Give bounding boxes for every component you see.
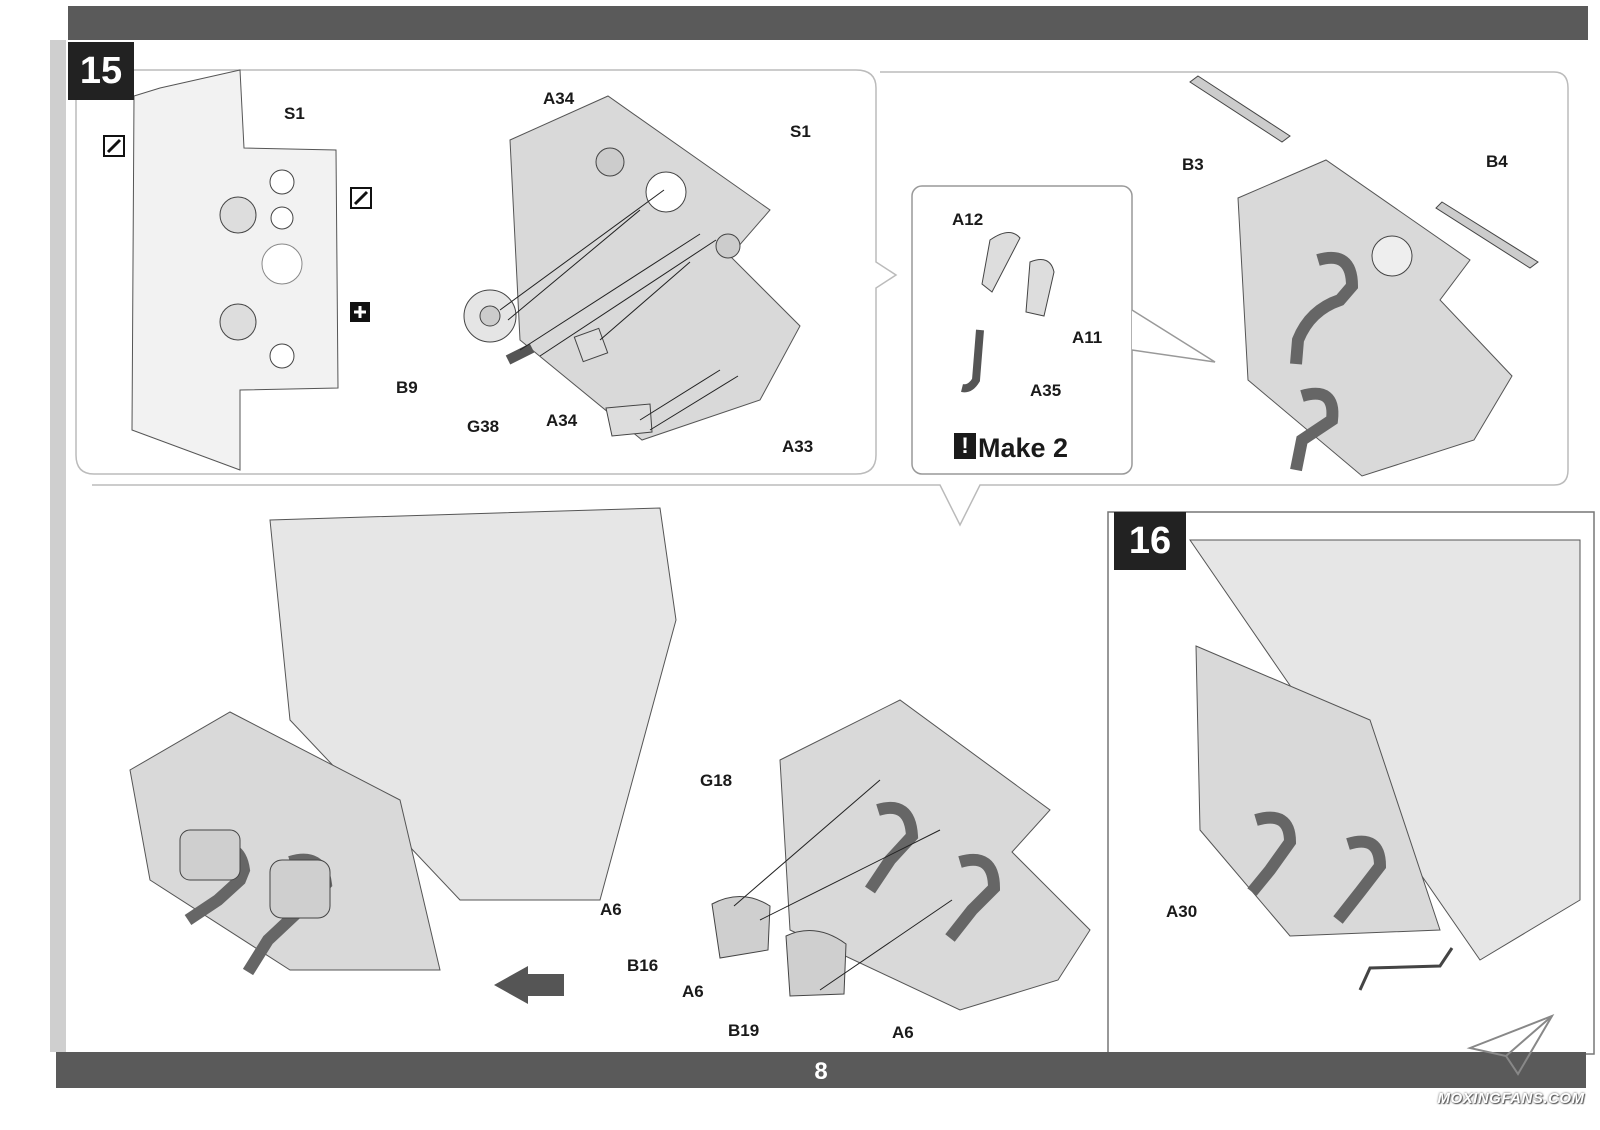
plate-s1-flat <box>131 69 339 471</box>
top-bar <box>68 6 1588 40</box>
callout-a34: A34 <box>546 411 578 430</box>
direction-arrow-icon <box>494 966 564 1004</box>
part-g38 <box>505 343 535 365</box>
callout-a6: A6 <box>682 982 704 1001</box>
page-number: 8 <box>814 1058 828 1085</box>
part-a30 <box>1358 947 1454 991</box>
step15-panel-right <box>92 71 1569 527</box>
plus-square-icon <box>350 302 370 322</box>
callout-a34: A34 <box>543 89 575 108</box>
callout-a6: A6 <box>892 1023 914 1042</box>
hull-rear-assembled-left <box>129 507 677 976</box>
exhaust-part-detail <box>961 232 1055 393</box>
callout-a35: A35 <box>1030 381 1062 400</box>
make2-callout-tail <box>1131 309 1216 363</box>
callout-a11: A11 <box>1072 328 1103 347</box>
callout-b16: B16 <box>627 956 659 975</box>
part-b19 <box>785 930 847 997</box>
callout-g18: G18 <box>700 771 733 790</box>
hull-rear-assembled-step16 <box>1189 539 1581 991</box>
callout-a30: A30 <box>1166 902 1198 921</box>
hull-rear-plate-b3-b4 <box>1189 75 1539 477</box>
callout-s1: S1 <box>284 104 305 123</box>
exclamation-icon: ! <box>954 433 976 459</box>
callout-b4: B4 <box>1486 152 1508 171</box>
callout-g38: G38 <box>467 417 500 436</box>
part-a34 <box>573 327 609 363</box>
part-b9 <box>463 289 517 343</box>
callout-s1: S1 <box>790 122 811 141</box>
callout-b3: B3 <box>1182 155 1204 174</box>
hull-rear-plate-center <box>779 699 1091 1011</box>
cut-tool-icon <box>350 187 372 209</box>
callout-a33: A33 <box>782 437 814 456</box>
binding-shadow <box>50 40 66 1052</box>
paper-plane-logo-icon <box>1466 1014 1555 1076</box>
callout-a6: A6 <box>600 900 622 919</box>
part-b16 <box>711 895 771 959</box>
hull-rear-plate-step15 <box>509 95 801 441</box>
part-a33 <box>605 403 653 437</box>
assembly-arrows-center <box>733 779 953 991</box>
watermark: MOXINGFANS.COM <box>1437 1090 1585 1107</box>
make-quantity-note: !Make 2 <box>954 433 1068 464</box>
callout-b19: B19 <box>728 1021 760 1040</box>
step15-panel <box>75 69 898 475</box>
step-number-16: 16 <box>1114 512 1186 570</box>
make-quantity-text: Make 2 <box>978 433 1069 463</box>
bottom-bar: 8 <box>56 1052 1586 1088</box>
cut-tool-icon <box>103 135 125 157</box>
callout-b9: B9 <box>396 378 418 397</box>
callout-a12: A12 <box>952 210 984 229</box>
assembly-arrows-step15 <box>499 189 739 431</box>
step-number-15: 15 <box>68 42 134 100</box>
